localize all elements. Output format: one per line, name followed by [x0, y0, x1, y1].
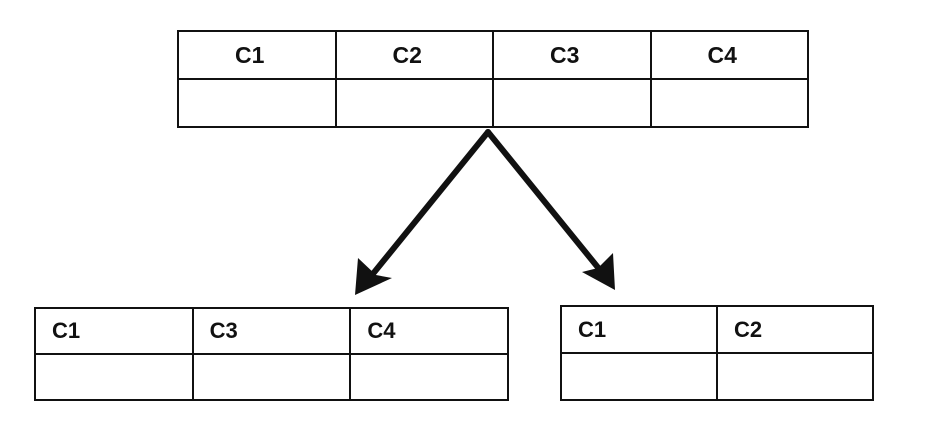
left-header-c3: C3 — [191, 307, 352, 355]
source-cell — [492, 78, 652, 128]
source-header-c3: C3 — [492, 30, 652, 80]
arrow-left-head — [355, 258, 392, 295]
source-cell — [649, 78, 809, 128]
source-header-c4: C4 — [649, 30, 809, 80]
left-header-c4: C4 — [349, 307, 509, 355]
right-split-table: C1 C2 — [560, 305, 874, 401]
left-cell — [34, 353, 194, 401]
arrow-left-shaft — [369, 129, 491, 278]
right-cell — [560, 352, 718, 401]
right-cell — [716, 352, 874, 401]
right-table-header-row: C1 C2 — [560, 305, 874, 354]
right-header-c1: C1 — [560, 305, 718, 354]
left-table-header-row: C1 C3 C4 — [34, 307, 509, 355]
source-cell — [334, 78, 494, 128]
left-table-row — [34, 353, 509, 401]
left-header-c1: C1 — [34, 307, 194, 355]
source-header-c1: C1 — [177, 30, 337, 80]
source-table-header-row: C1 C2 C3 C4 — [177, 30, 809, 80]
left-cell — [191, 353, 352, 401]
source-cell — [177, 78, 337, 128]
source-header-c2: C2 — [334, 30, 494, 80]
left-cell — [349, 353, 509, 401]
arrow-right-shaft — [485, 129, 603, 273]
arrow-right-head — [582, 253, 615, 290]
source-table-row — [177, 78, 809, 128]
left-split-table: C1 C3 C4 — [34, 307, 509, 401]
right-table-row — [560, 352, 874, 401]
source-table: C1 C2 C3 C4 — [177, 30, 809, 128]
right-header-c2: C2 — [716, 305, 874, 354]
